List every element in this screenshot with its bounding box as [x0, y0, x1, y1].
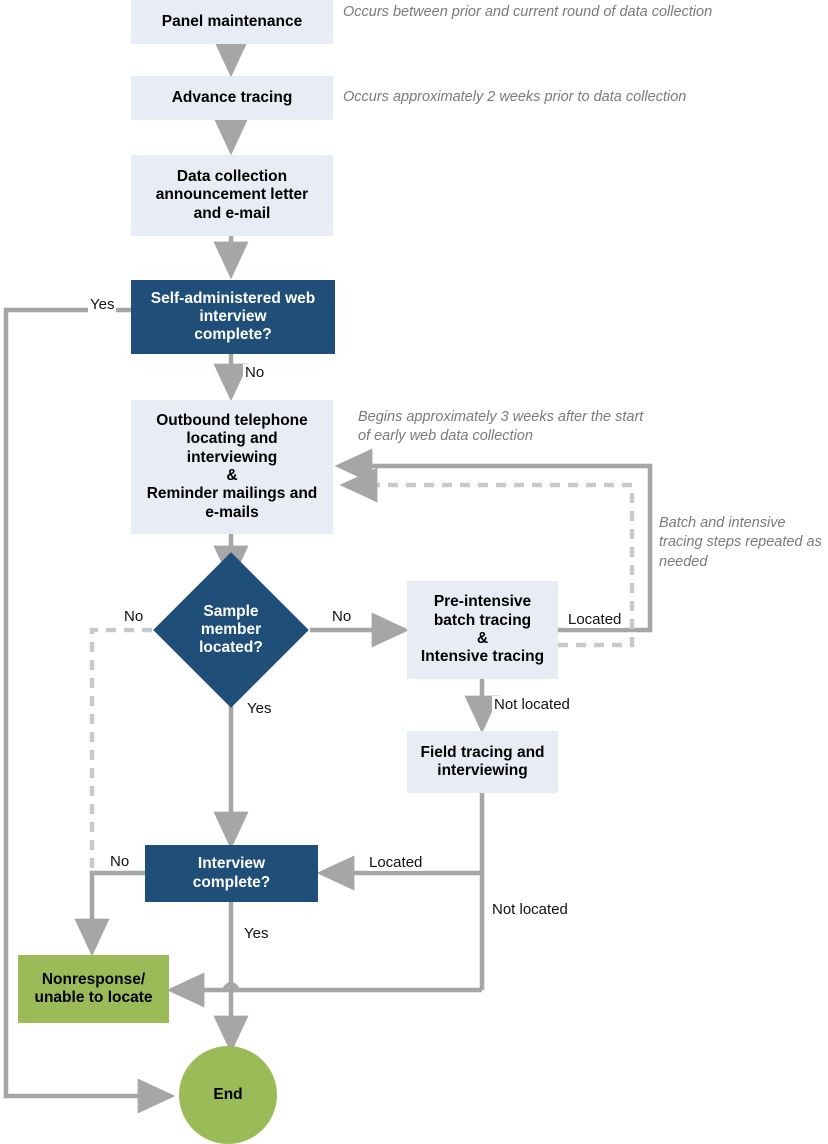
node-advance-tracing[interactable]: Advance tracing [131, 76, 333, 120]
edge-batch-located-dashed [339, 467, 635, 648]
edge-label-web-no: No [243, 364, 267, 381]
annotation-panel-maintenance: Occurs between prior and current round o… [343, 4, 713, 20]
edge-label-sample-no-right: No [330, 608, 354, 625]
node-panel-maintenance-label: Panel maintenance [161, 12, 303, 30]
edge-label-sample-no-left: No [122, 608, 146, 625]
annotation-outbound-telephone: Begins approximately 3 weeks after the s… [358, 409, 644, 445]
edge-label-interview-yes: Yes [242, 925, 271, 942]
edge-web-yes-to-end [3, 307, 176, 1114]
edge-interview-yes-to-end [213, 902, 249, 1054]
edge-interview-yes-hop [222, 981, 240, 992]
annotation-advance-tracing: Occurs approximately 2 weeks prior to da… [343, 89, 687, 105]
edge-label-field-located: Located [367, 854, 425, 871]
node-end[interactable]: End [179, 1046, 277, 1144]
edge-batch-located-to-outbound [334, 448, 653, 633]
node-panel-maintenance[interactable]: Panel maintenance [131, 0, 333, 44]
node-nonresponse-label: Nonresponse/unable to locate [34, 970, 153, 1006]
edge-label-sample-yes: Yes [245, 700, 274, 717]
edge-label-interview-no: No [108, 853, 132, 870]
edge-label-batch-located: Located [566, 611, 624, 628]
edge-diamond-no-left-dashed [89, 627, 152, 873]
annotation-batch-tracing-repeat: Batch and intensive tracing steps repeat… [659, 515, 822, 570]
node-nonresponse[interactable]: Nonresponse/unable to locate [18, 955, 169, 1023]
edge-interview-no-to-nonresponse [74, 870, 145, 957]
edge-label-web-yes: Yes [88, 296, 117, 313]
node-end-label: End [213, 1085, 243, 1103]
node-advance-tracing-label: Advance tracing [171, 88, 293, 106]
edge-label-field-not-located: Not located [490, 901, 570, 918]
edge-label-batch-not-located: Not located [492, 696, 572, 713]
